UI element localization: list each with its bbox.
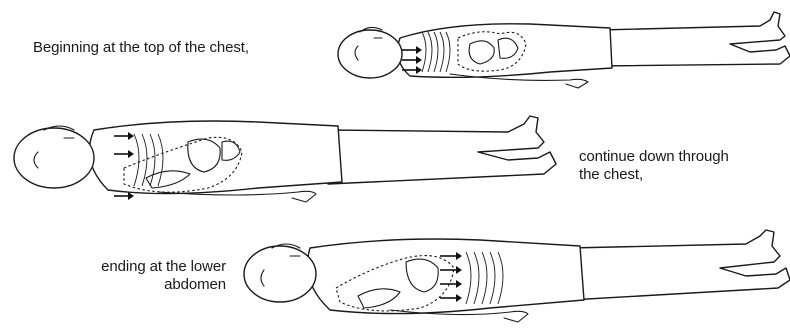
figure-3-head [244, 246, 316, 302]
figure-3-arm [390, 310, 528, 322]
figure-3-torso [308, 239, 585, 314]
figure-1-head [338, 30, 402, 78]
reclining-figure-1 [330, 8, 790, 93]
reclining-figure-3 [240, 228, 790, 328]
figure-1-torso [398, 24, 612, 78]
caption-step-3-line-1: ending at the lower [56, 258, 226, 276]
figure-2-legs [328, 116, 556, 184]
caption-step-3-line-2: abdomen [56, 276, 226, 294]
reclining-figure-2 [8, 112, 568, 210]
caption-step-2-line-2: the chest, [579, 166, 729, 184]
figure-2-torso [89, 121, 342, 194]
caption-step-2: continue down through the chest, [579, 148, 729, 184]
figure-1-arrows [402, 46, 422, 74]
caption-step-1: Beginning at the top of the chest, [33, 39, 249, 57]
figure-1-arm [450, 74, 588, 88]
caption-step-1-text: Beginning at the top of the chest, [33, 39, 249, 57]
caption-step-2-line-1: continue down through [579, 148, 729, 166]
figure-1-legs [600, 12, 790, 66]
figure-3-legs [570, 230, 790, 300]
figure-2-head [14, 128, 94, 188]
caption-step-3: ending at the lower abdomen [56, 258, 226, 294]
